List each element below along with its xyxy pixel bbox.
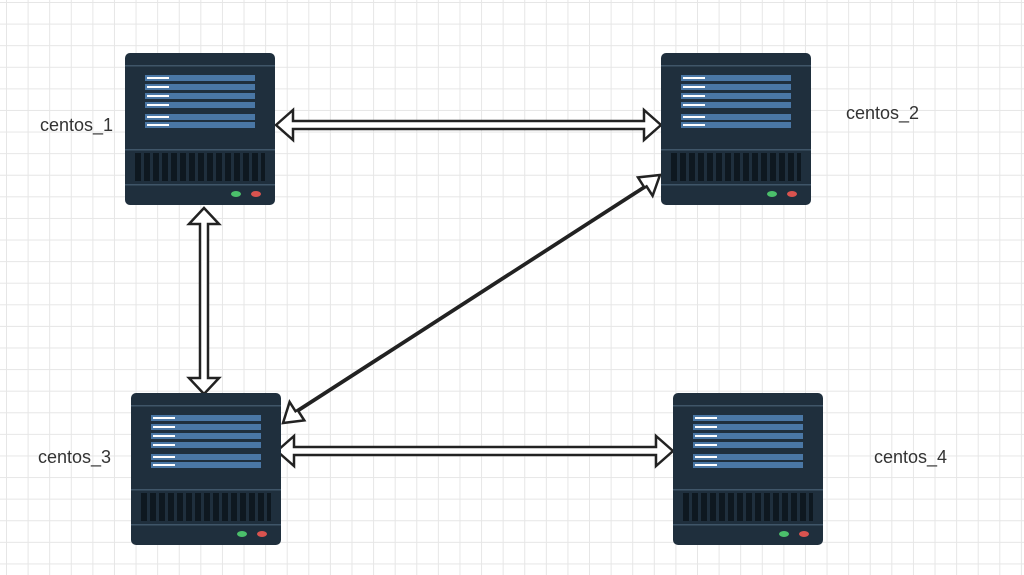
server-centos-2 (661, 53, 811, 205)
server-icon (661, 53, 811, 205)
label-centos-1: centos_1 (40, 115, 114, 135)
server-icon (131, 393, 281, 545)
server-centos-1 (125, 53, 275, 205)
server-centos-4 (673, 393, 823, 545)
connection-centos3-centos2 (281, 173, 662, 425)
server-centos-3 (131, 393, 281, 545)
connection-centos1-centos3 (186, 206, 222, 396)
label-centos-2: centos_2 (846, 103, 920, 123)
server-icon (673, 393, 823, 545)
connection-centos1-centos2 (274, 107, 663, 143)
server-icon (125, 53, 275, 205)
connection-centos3-centos4 (275, 433, 675, 469)
label-centos-3: centos_3 (38, 447, 112, 467)
label-centos-4: centos_4 (874, 447, 948, 467)
